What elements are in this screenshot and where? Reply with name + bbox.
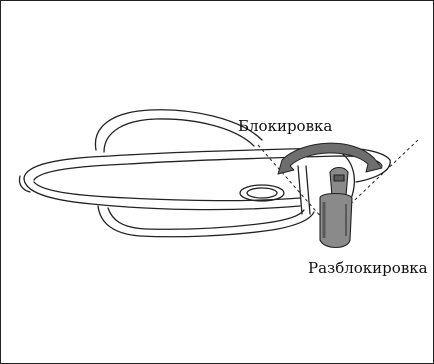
- double-headed-curved-arrow-icon: [278, 143, 382, 174]
- unlock-label: Разблокировка: [308, 261, 428, 276]
- lock-label: Блокировка: [238, 119, 332, 134]
- key-icon: [320, 168, 352, 248]
